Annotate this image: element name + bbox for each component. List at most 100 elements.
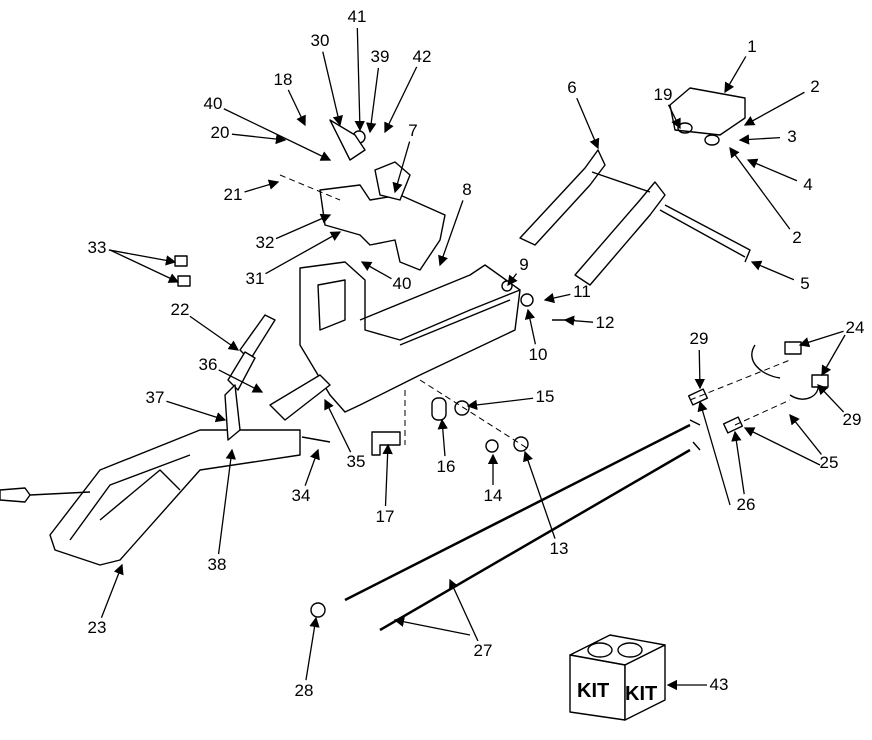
- main-frame-part: [299, 261, 521, 413]
- leader-line: [275, 213, 332, 240]
- lift-arm-part: [49, 429, 301, 566]
- callout-6[interactable]: 6: [567, 78, 577, 97]
- leader-line: [392, 141, 411, 194]
- link-part: [269, 374, 331, 421]
- fitting-parts: [687, 341, 829, 434]
- leader-line: [384, 66, 418, 134]
- kit-box: [569, 634, 666, 721]
- leader-line: [743, 91, 805, 126]
- callout-25[interactable]: 25: [819, 453, 839, 472]
- callout-39[interactable]: 39: [370, 47, 390, 66]
- mount-block-part: [669, 87, 746, 146]
- leader-line: [108, 249, 177, 266]
- leader-line: [466, 397, 534, 411]
- leader-line: [109, 249, 180, 283]
- leader-line: [743, 427, 821, 466]
- callout-33[interactable]: 33: [87, 238, 107, 257]
- leader-line: [821, 334, 846, 377]
- callout-20[interactable]: 20: [210, 123, 230, 142]
- leader-line: [304, 448, 320, 486]
- callout-9[interactable]: 9: [519, 255, 529, 274]
- callout-28[interactable]: 28: [294, 681, 314, 700]
- callout-34[interactable]: 34: [291, 486, 311, 505]
- bracket-part: [319, 161, 446, 271]
- callout-29[interactable]: 29: [842, 410, 862, 429]
- callout-3[interactable]: 3: [787, 127, 797, 146]
- callout-43[interactable]: 43: [709, 675, 729, 694]
- callout-26[interactable]: 26: [736, 495, 756, 514]
- leader-line: [507, 273, 518, 287]
- hose-part: [310, 419, 701, 632]
- callout-37[interactable]: 37: [145, 388, 165, 407]
- leader-line: [523, 450, 556, 539]
- leader-line: [563, 315, 594, 326]
- pin-handle-part: [0, 487, 91, 503]
- callout-17[interactable]: 17: [375, 507, 395, 526]
- callout-2[interactable]: 2: [792, 228, 802, 247]
- leader-line: [438, 200, 464, 267]
- leader-line: [360, 261, 392, 280]
- leader-line: [724, 56, 747, 94]
- leader-line: [729, 146, 791, 230]
- leader-line: [667, 104, 681, 130]
- callout-19[interactable]: 19: [653, 85, 673, 104]
- arm-part: [519, 149, 666, 286]
- leader-line: [100, 563, 124, 619]
- callout-40[interactable]: 40: [392, 274, 412, 293]
- leader-line: [393, 616, 471, 636]
- callout-21[interactable]: 21: [223, 185, 243, 204]
- leader-line: [746, 158, 798, 182]
- callout-10[interactable]: 10: [528, 345, 548, 364]
- leader-line: [738, 134, 781, 145]
- callout-14[interactable]: 14: [483, 486, 503, 505]
- callout-38[interactable]: 38: [207, 555, 227, 574]
- callout-31[interactable]: 31: [245, 269, 265, 288]
- callout-41[interactable]: 41: [347, 7, 367, 26]
- callout-36[interactable]: 36: [198, 355, 218, 374]
- cylinder-part: [224, 314, 276, 441]
- leader-line: [576, 97, 600, 150]
- callout-40[interactable]: 40: [203, 94, 223, 113]
- leader-line: [305, 616, 320, 681]
- callout-4[interactable]: 4: [803, 175, 813, 194]
- callout-15[interactable]: 15: [535, 387, 555, 406]
- callout-32[interactable]: 32: [255, 233, 275, 252]
- callout-5[interactable]: 5: [800, 274, 810, 293]
- callout-30[interactable]: 30: [310, 31, 330, 50]
- leader-line: [449, 578, 479, 642]
- kit-label-left: KIT: [577, 680, 609, 702]
- leader-line: [437, 418, 448, 457]
- callout-29[interactable]: 29: [689, 329, 709, 348]
- callout-27[interactable]: 27: [473, 641, 493, 660]
- callout-2[interactable]: 2: [810, 77, 820, 96]
- leader-line: [189, 315, 240, 351]
- callout-13[interactable]: 13: [549, 539, 569, 558]
- callout-35[interactable]: 35: [346, 452, 366, 471]
- leader-line: [265, 231, 342, 275]
- callout-23[interactable]: 23: [87, 618, 107, 637]
- callout-11[interactable]: 11: [573, 282, 591, 301]
- callout-18[interactable]: 18: [273, 70, 293, 89]
- callout-22[interactable]: 22: [170, 300, 190, 319]
- leader-line: [287, 89, 306, 127]
- leader-line: [543, 292, 571, 304]
- leader-line: [817, 384, 845, 413]
- callout-7[interactable]: 7: [408, 121, 418, 140]
- leader-line: [524, 308, 537, 345]
- leader-line: [694, 349, 706, 390]
- leader-line: [217, 448, 236, 555]
- kit-label-right: KIT: [625, 683, 657, 705]
- callout-42[interactable]: 42: [412, 47, 432, 66]
- leader-line: [244, 179, 280, 193]
- callout-12[interactable]: 12: [595, 313, 615, 332]
- callout-16[interactable]: 16: [436, 457, 456, 476]
- leader-line: [366, 67, 380, 134]
- callout-24[interactable]: 24: [845, 318, 865, 337]
- leader-line: [324, 398, 352, 453]
- leader-line: [322, 51, 343, 127]
- callout-1[interactable]: 1: [747, 37, 757, 56]
- callout-8[interactable]: 8: [462, 180, 472, 199]
- leader-line: [166, 400, 227, 423]
